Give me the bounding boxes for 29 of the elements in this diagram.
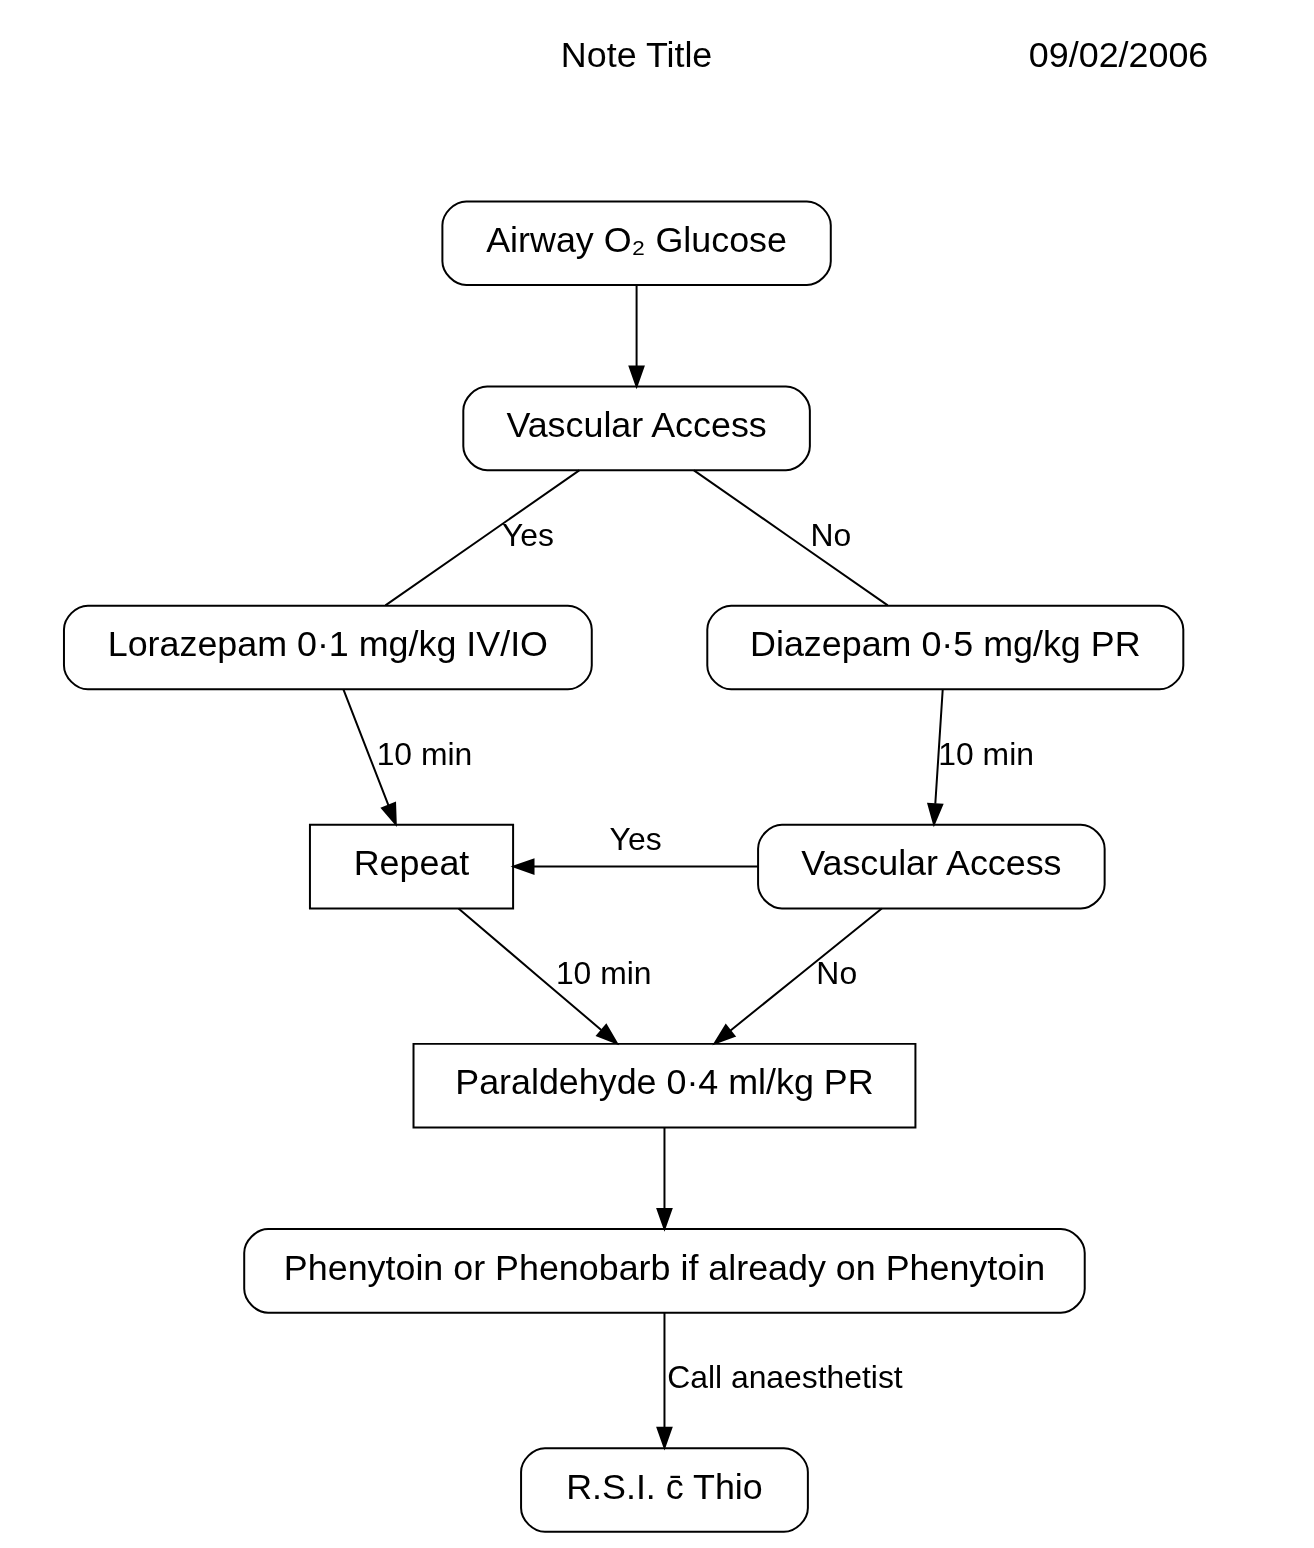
arrow: [627, 284, 645, 390]
edge-label: Call anaesthetist: [666, 1359, 903, 1396]
edge-label: 10 min: [376, 735, 472, 772]
edge-label: 10 min: [937, 735, 1034, 772]
node-box: Vascular Access: [461, 385, 811, 472]
edge-label: No: [809, 516, 851, 553]
edge-label: Yes: [609, 821, 662, 858]
node-box: R.S.I. c̄ Thio: [519, 1447, 809, 1533]
node-box: Paraldehyde 0·4 ml/kg PR: [412, 1042, 916, 1129]
node-box: Repeat: [308, 823, 514, 910]
node-box: Vascular Access: [756, 823, 1106, 910]
edge-label: No: [815, 954, 857, 991]
node-box: Airway O₂ Glucose: [440, 200, 832, 287]
arrow: [655, 1311, 673, 1451]
arrow: [341, 688, 397, 827]
arrow: [926, 688, 944, 828]
arrow: [711, 907, 883, 1046]
edge-label: Yes: [501, 516, 554, 553]
arrow: [655, 1126, 673, 1232]
edge-label: 10 min: [555, 954, 652, 991]
arrow: [510, 858, 759, 875]
node-box: Lorazepam 0·1 mg/kg IV/IO: [62, 604, 593, 691]
node-box: Phenytoin or Phenobarb if already on Phenytoin: [242, 1228, 1086, 1314]
connector: [692, 469, 889, 607]
arrow: [457, 907, 619, 1046]
node-box: Diazepam 0·5 mg/kg PR: [705, 604, 1184, 691]
label: 09/02/2006: [1028, 34, 1208, 75]
connector: [383, 469, 580, 607]
label: Note Title: [560, 34, 712, 75]
